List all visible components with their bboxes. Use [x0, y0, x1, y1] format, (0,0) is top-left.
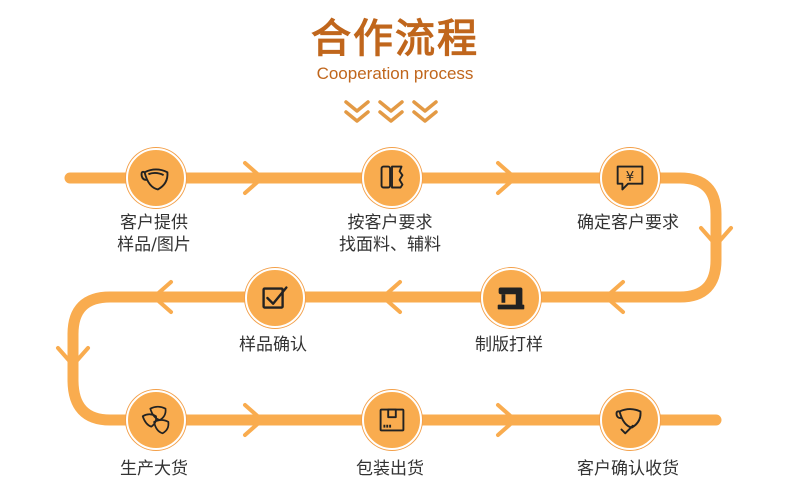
mask-check-icon [615, 408, 642, 435]
step-5-node [245, 268, 305, 328]
flow-arrow [381, 280, 402, 314]
checkbox-icon [262, 286, 288, 309]
step-7-node [362, 390, 422, 450]
price-chat-icon: ¥ [616, 165, 644, 191]
flow-arrow [496, 161, 517, 195]
step-1-label: 客户提供 样品/图片 [117, 213, 191, 255]
flow-arrow [604, 280, 625, 314]
step-6-label: 生产大货 [120, 459, 188, 479]
step-3-node: ¥ [600, 148, 660, 208]
step-4-node [481, 268, 541, 328]
step-1-node [126, 148, 186, 208]
step-3-label: 确定客户要求 [577, 213, 679, 233]
flow-arrow [243, 161, 264, 195]
step-6-node [126, 390, 186, 450]
step-2-label: 按客户要求 找面料、辅料 [339, 213, 441, 255]
step-8-label: 客户确认收货 [577, 459, 679, 479]
sewing-machine-icon [497, 287, 525, 310]
flow-arrow [699, 226, 733, 247]
chevrons-down-icon [344, 100, 438, 123]
page-subtitle: Cooperation process [316, 64, 474, 83]
page-title: 合作流程 [311, 16, 479, 62]
step-2-node [362, 148, 422, 208]
flow-arrow [243, 403, 264, 437]
flow-arrow [496, 403, 517, 437]
package-box-icon [379, 408, 405, 432]
step-4-label: 制版打样 [475, 335, 543, 355]
step-8-node [600, 390, 660, 450]
flow-arrow [56, 346, 90, 367]
face-masks-stack-icon [141, 405, 170, 435]
face-mask-icon [140, 168, 169, 191]
step-5-label: 样品确认 [239, 335, 307, 355]
svg-text:¥: ¥ [626, 170, 634, 185]
flow-arrow [152, 280, 173, 314]
fabric-swatch-icon [380, 165, 404, 189]
step-7-label: 包装出货 [356, 459, 424, 479]
